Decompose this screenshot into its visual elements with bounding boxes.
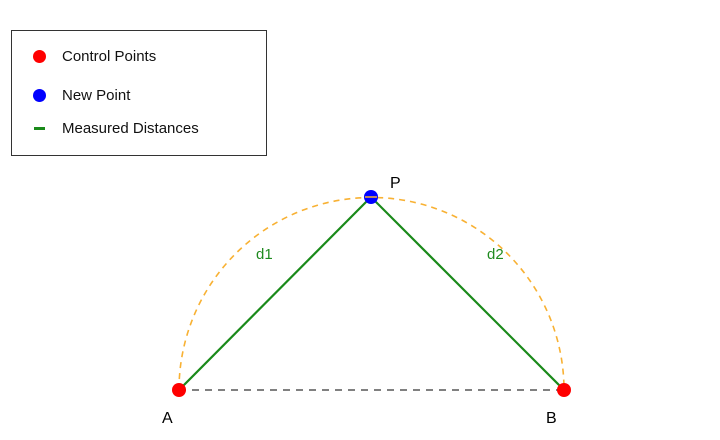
legend-item-new-point: New Point [30,87,130,104]
legend-item-control-points: Control Points [30,48,156,65]
distance-label-d2: d2 [487,246,504,263]
control-point-a[interactable] [172,383,186,397]
range-arc [178,196,565,391]
distance-line-d2 [370,196,565,391]
legend: Control Points New Point Measured Distan… [11,30,267,156]
legend-label: Control Points [62,48,157,65]
point-label-a: A [162,410,173,427]
distance-line-d1 [178,196,372,391]
legend-item-measured-distances: Measured Distances [30,120,199,137]
legend-label: Measured Distances [62,120,199,137]
red-circle-icon [32,50,46,63]
legend-label: New Point [62,87,131,104]
point-label-b: B [546,410,557,427]
green-line-icon [33,127,45,130]
distance-label-d1: d1 [256,246,273,263]
blue-circle-icon [32,89,46,102]
point-label-p: P [390,175,401,192]
control-point-b[interactable] [557,383,571,397]
